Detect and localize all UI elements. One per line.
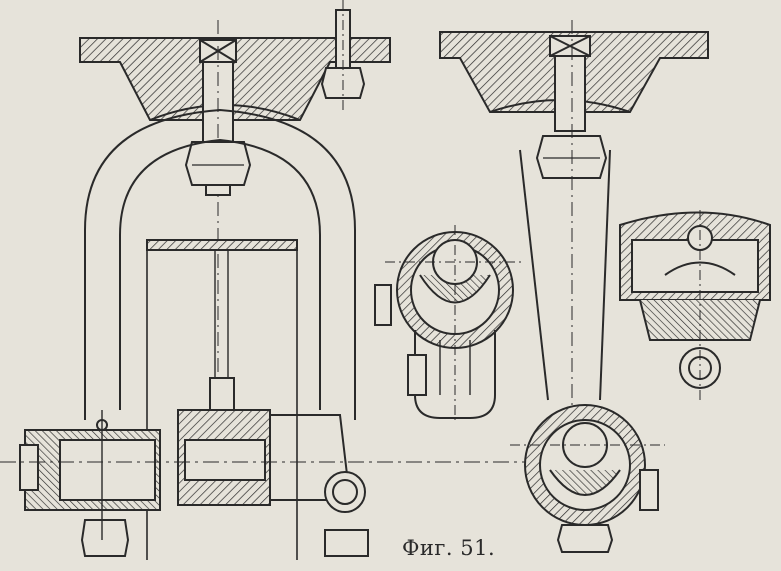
right-suspension-link <box>510 149 665 553</box>
ball-joint-detail-right <box>619 210 771 400</box>
ball-joint-detail-middle <box>374 225 525 420</box>
spring-pin-assembly <box>0 377 620 557</box>
top-mounting-flange-left <box>79 0 391 420</box>
top-mounting-flange-right <box>439 20 709 540</box>
figure-caption: Фиг. 51. <box>402 536 496 560</box>
